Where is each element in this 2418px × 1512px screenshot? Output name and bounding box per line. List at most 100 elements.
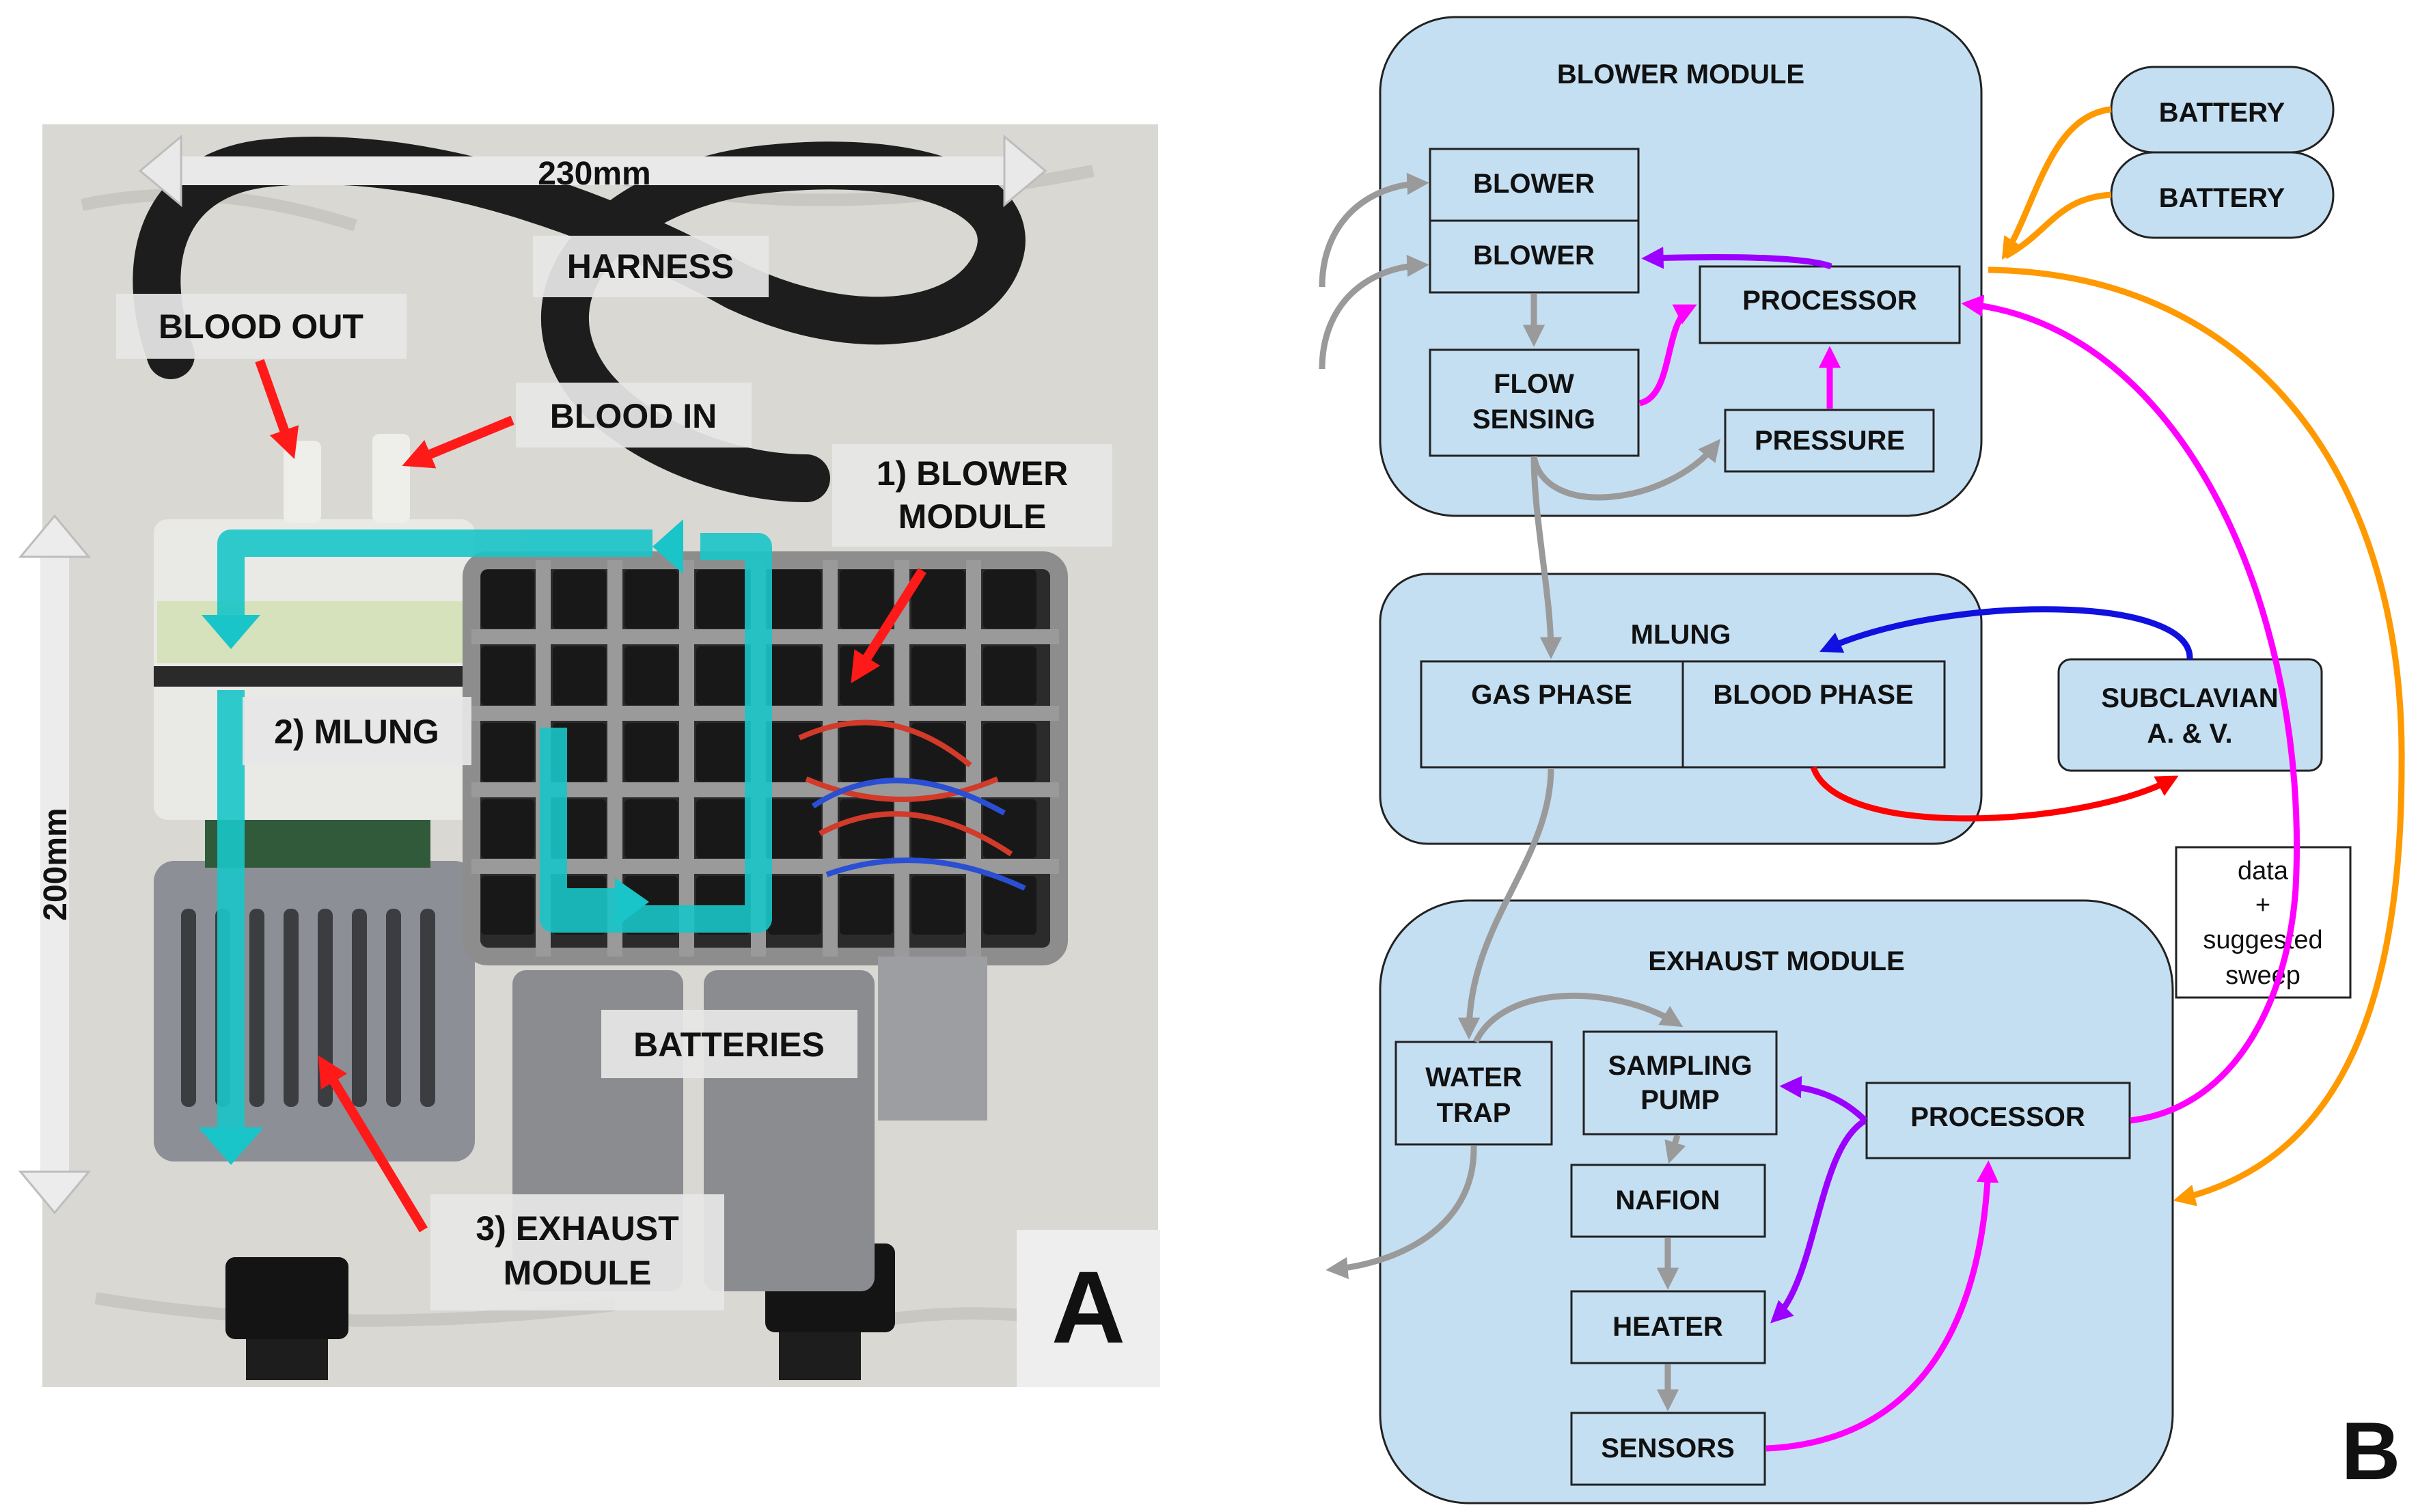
sensors-to-processor-arrow: [1766, 1160, 1999, 1452]
height-dimension-label: 200mm: [38, 808, 74, 920]
pointer-blower-module: [851, 568, 926, 684]
sampling-pump-label-2: PUMP: [1640, 1085, 1720, 1115]
data-note-line-3: suggested: [2203, 926, 2322, 954]
red-pointer-arrows: [255, 359, 926, 1233]
airflow-top-path: [217, 530, 652, 615]
blower-box-1: [1429, 148, 1640, 222]
blower-2-label: BLOWER: [1473, 240, 1595, 271]
exhaust-processor-box: [1865, 1082, 2131, 1159]
water-trap-label-2: TRAP: [1437, 1098, 1511, 1128]
processor-data-link-arrow: [1961, 294, 2300, 1124]
processor-to-heater-arrow: [1770, 1118, 1867, 1323]
water-trap-box: [1395, 1041, 1553, 1146]
sampling-to-nafion-arrow: [1664, 1134, 1686, 1164]
label-harness: HARNESS: [533, 236, 769, 297]
svg-text:MODULE: MODULE: [504, 1254, 652, 1292]
processor-to-blower-arrow: [1641, 247, 1832, 270]
buckle-left: [225, 1257, 348, 1339]
svg-text:HARNESS: HARNESS: [567, 247, 734, 286]
pointer-blood-in: [402, 415, 514, 469]
label-blood-out: BLOOD OUT: [116, 294, 407, 359]
gas-phase-label: GAS PHASE: [1471, 680, 1632, 710]
svg-text:MODULE: MODULE: [898, 497, 1047, 536]
cage-wires: [798, 719, 1013, 857]
data-note-line-1: data: [2238, 857, 2289, 885]
blood-port-out: [284, 441, 321, 523]
air-in-arrow-1: [1319, 172, 1429, 288]
airflow-head-3: [652, 519, 683, 574]
width-dimension-arrow: [138, 134, 1047, 208]
battery-to-exhaust-power-arrow: [1988, 266, 2405, 1207]
processor-to-sampling-arrow: [1779, 1075, 1868, 1123]
purple-control-arrows: [1641, 247, 1868, 1323]
pointer-blood-out: [255, 359, 299, 459]
flow-to-gas-arrow: [1530, 456, 1563, 659]
svg-text:1) BLOWER: 1) BLOWER: [877, 454, 1069, 493]
heater-box: [1570, 1290, 1766, 1364]
svg-text:2) MLUNG: 2) MLUNG: [274, 713, 439, 751]
label-exhaust-module: 3) EXHAUST MODULE: [430, 1194, 724, 1310]
gas-to-water-arrow: [1457, 767, 1554, 1040]
flow-to-pressure-arrow: [1530, 439, 1721, 501]
gray-flow-arrows: [1319, 172, 1721, 1412]
airflow-arrows: [217, 530, 772, 1131]
blood-phase-label: BLOOD PHASE: [1713, 680, 1913, 710]
panel-a-letter: A: [1052, 1250, 1125, 1364]
panel-a-letter-box: [1017, 1230, 1160, 1387]
mlung-title: MLUNG: [1631, 620, 1731, 650]
battery-2-label: BATTERY: [2159, 183, 2285, 213]
subclavian-label-1: SUBCLAVIAN: [2101, 683, 2278, 713]
height-dimension-arrow: [18, 514, 92, 1215]
data-note-box: [2175, 846, 2352, 999]
exhaust-slots: [181, 909, 435, 1107]
panel-b-diagram: BLOWER MODULE MLUNG EXHAUST MODULE BATTE…: [1319, 16, 2405, 1504]
svg-text:BLOOD IN: BLOOD IN: [550, 397, 717, 435]
svg-text:BLOOD OUT: BLOOD OUT: [159, 307, 363, 346]
battery-tray: [878, 957, 987, 1121]
airflow-head-1: [202, 615, 260, 649]
pressure-box: [1724, 409, 1935, 473]
label-mlung: 2) MLUNG: [243, 697, 471, 765]
magenta-signal-arrows: [1638, 294, 2300, 1452]
flow-sensing-label-2: SENSING: [1472, 404, 1595, 435]
blower-processor-label: PROCESSOR: [1742, 286, 1917, 316]
label-batteries: BATTERIES: [601, 1010, 857, 1078]
blood-supply-arrow: [1810, 766, 2179, 822]
blood-return-arrow: [1819, 606, 2193, 660]
water-to-sampling-arrow: [1472, 992, 1684, 1043]
pressure-label: PRESSURE: [1755, 426, 1905, 456]
width-dimension-label: 230mm: [538, 156, 650, 192]
water-trap-label-1: WATER: [1425, 1062, 1522, 1092]
heater-label: HEATER: [1612, 1312, 1723, 1342]
blower-box-2: [1429, 219, 1640, 294]
flow-sensing-box: [1429, 348, 1640, 457]
panel-a-photo: 230mm 200mm HARNESS BLOOD OUT BLOOD IN 1…: [18, 124, 1160, 1387]
flow-to-processor-arrow: [1638, 304, 1697, 407]
gas-phase-box: [1420, 660, 1684, 769]
exhaust-module-container: [1379, 899, 2174, 1504]
nafion-label: NAFION: [1615, 1185, 1720, 1215]
data-note-line-4: sweep: [2225, 961, 2300, 990]
sampling-pump-label-1: SAMPLING: [1608, 1051, 1752, 1081]
sensors-box: [1570, 1412, 1766, 1486]
data-note-line-2: +: [2255, 891, 2270, 920]
label-blower-module: 1) BLOWER MODULE: [832, 444, 1112, 547]
airflow-head-2: [198, 1127, 264, 1165]
battery-1-label: BATTERY: [2159, 98, 2285, 128]
water-out-arrow: [1325, 1145, 1477, 1280]
battery-1-power-arrow: [2001, 106, 2112, 260]
blood-port-in: [372, 434, 410, 523]
pointer-exhaust-module: [318, 1055, 428, 1233]
exhaust-module-title: EXHAUST MODULE: [1648, 946, 1905, 976]
cage-wires-blue: [811, 778, 1026, 891]
sensors-label: SENSORS: [1601, 1433, 1735, 1463]
mlung-green-band: [157, 601, 471, 663]
label-blood-in: BLOOD IN: [516, 383, 752, 448]
nafion-box: [1570, 1164, 1766, 1238]
flow-sensing-label-1: FLOW: [1494, 369, 1574, 399]
mlung-ring: [154, 666, 475, 687]
panel-b-letter: B: [2341, 1405, 2401, 1497]
sampling-pump-box: [1582, 1030, 1778, 1136]
air-in-arrow-2: [1319, 254, 1429, 370]
